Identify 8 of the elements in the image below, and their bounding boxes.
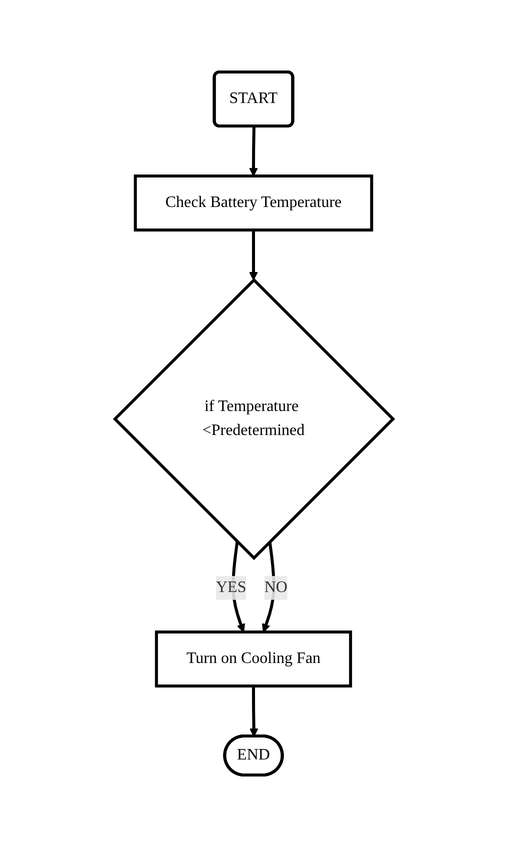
arrow: [248, 230, 258, 280]
arrow: [248, 686, 258, 736]
edge-label: NO: [264, 578, 287, 596]
node-box: Check Battery Temperature: [133, 174, 373, 231]
edge-label: YES: [215, 578, 246, 596]
arrow: [248, 126, 258, 176]
node-box: Turn on Cooling Fan: [154, 630, 352, 687]
node-diamond: if Temperature <Predetermined: [112, 277, 395, 560]
